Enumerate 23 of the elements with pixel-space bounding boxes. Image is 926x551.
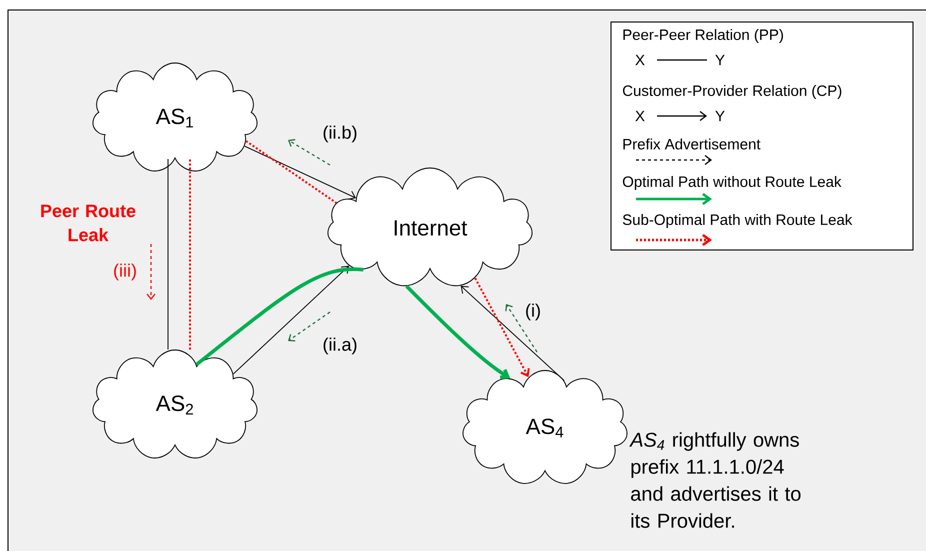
callout-label: (ii.b)	[324, 126, 356, 142]
callout-label: (i)	[526, 304, 540, 320]
cloud: AS$_{4}$	[462, 370, 628, 484]
arrow	[244, 146, 356, 200]
legend-symbol-text: X	[635, 110, 645, 122]
cloud: AS$_{1}$	[92, 62, 258, 172]
legend-symbol-text: Y	[715, 54, 725, 66]
arrow	[405, 284, 510, 380]
legend-text: Prefix Advertisement	[623, 138, 760, 150]
legend-text: Customer-Provider Relation (CP)	[622, 85, 842, 99]
legend-text: Peer-Peer Relation (PP)	[623, 29, 783, 43]
callout-label: Peer Route Leak	[41, 204, 136, 242]
legend-symbol-text: Y	[715, 110, 725, 122]
legend-text: Sub-Optimal Path with Route Leak	[622, 214, 852, 228]
callout-label: (iii)	[114, 264, 136, 280]
callout-label: (ii.a)	[324, 338, 356, 354]
arrow	[460, 286, 565, 381]
legend-symbol-text: X	[635, 54, 645, 66]
cloud: AS$_{2}$	[92, 350, 258, 458]
arrow	[474, 278, 530, 378]
legend-text: Optimal Path without Route Leak	[622, 176, 842, 190]
note-text: AS$_{4}$ rightfully owns prefix 11.1.1.0/24 and advertises it to its Provider.	[629, 432, 801, 528]
cloud: Internet	[328, 168, 532, 286]
